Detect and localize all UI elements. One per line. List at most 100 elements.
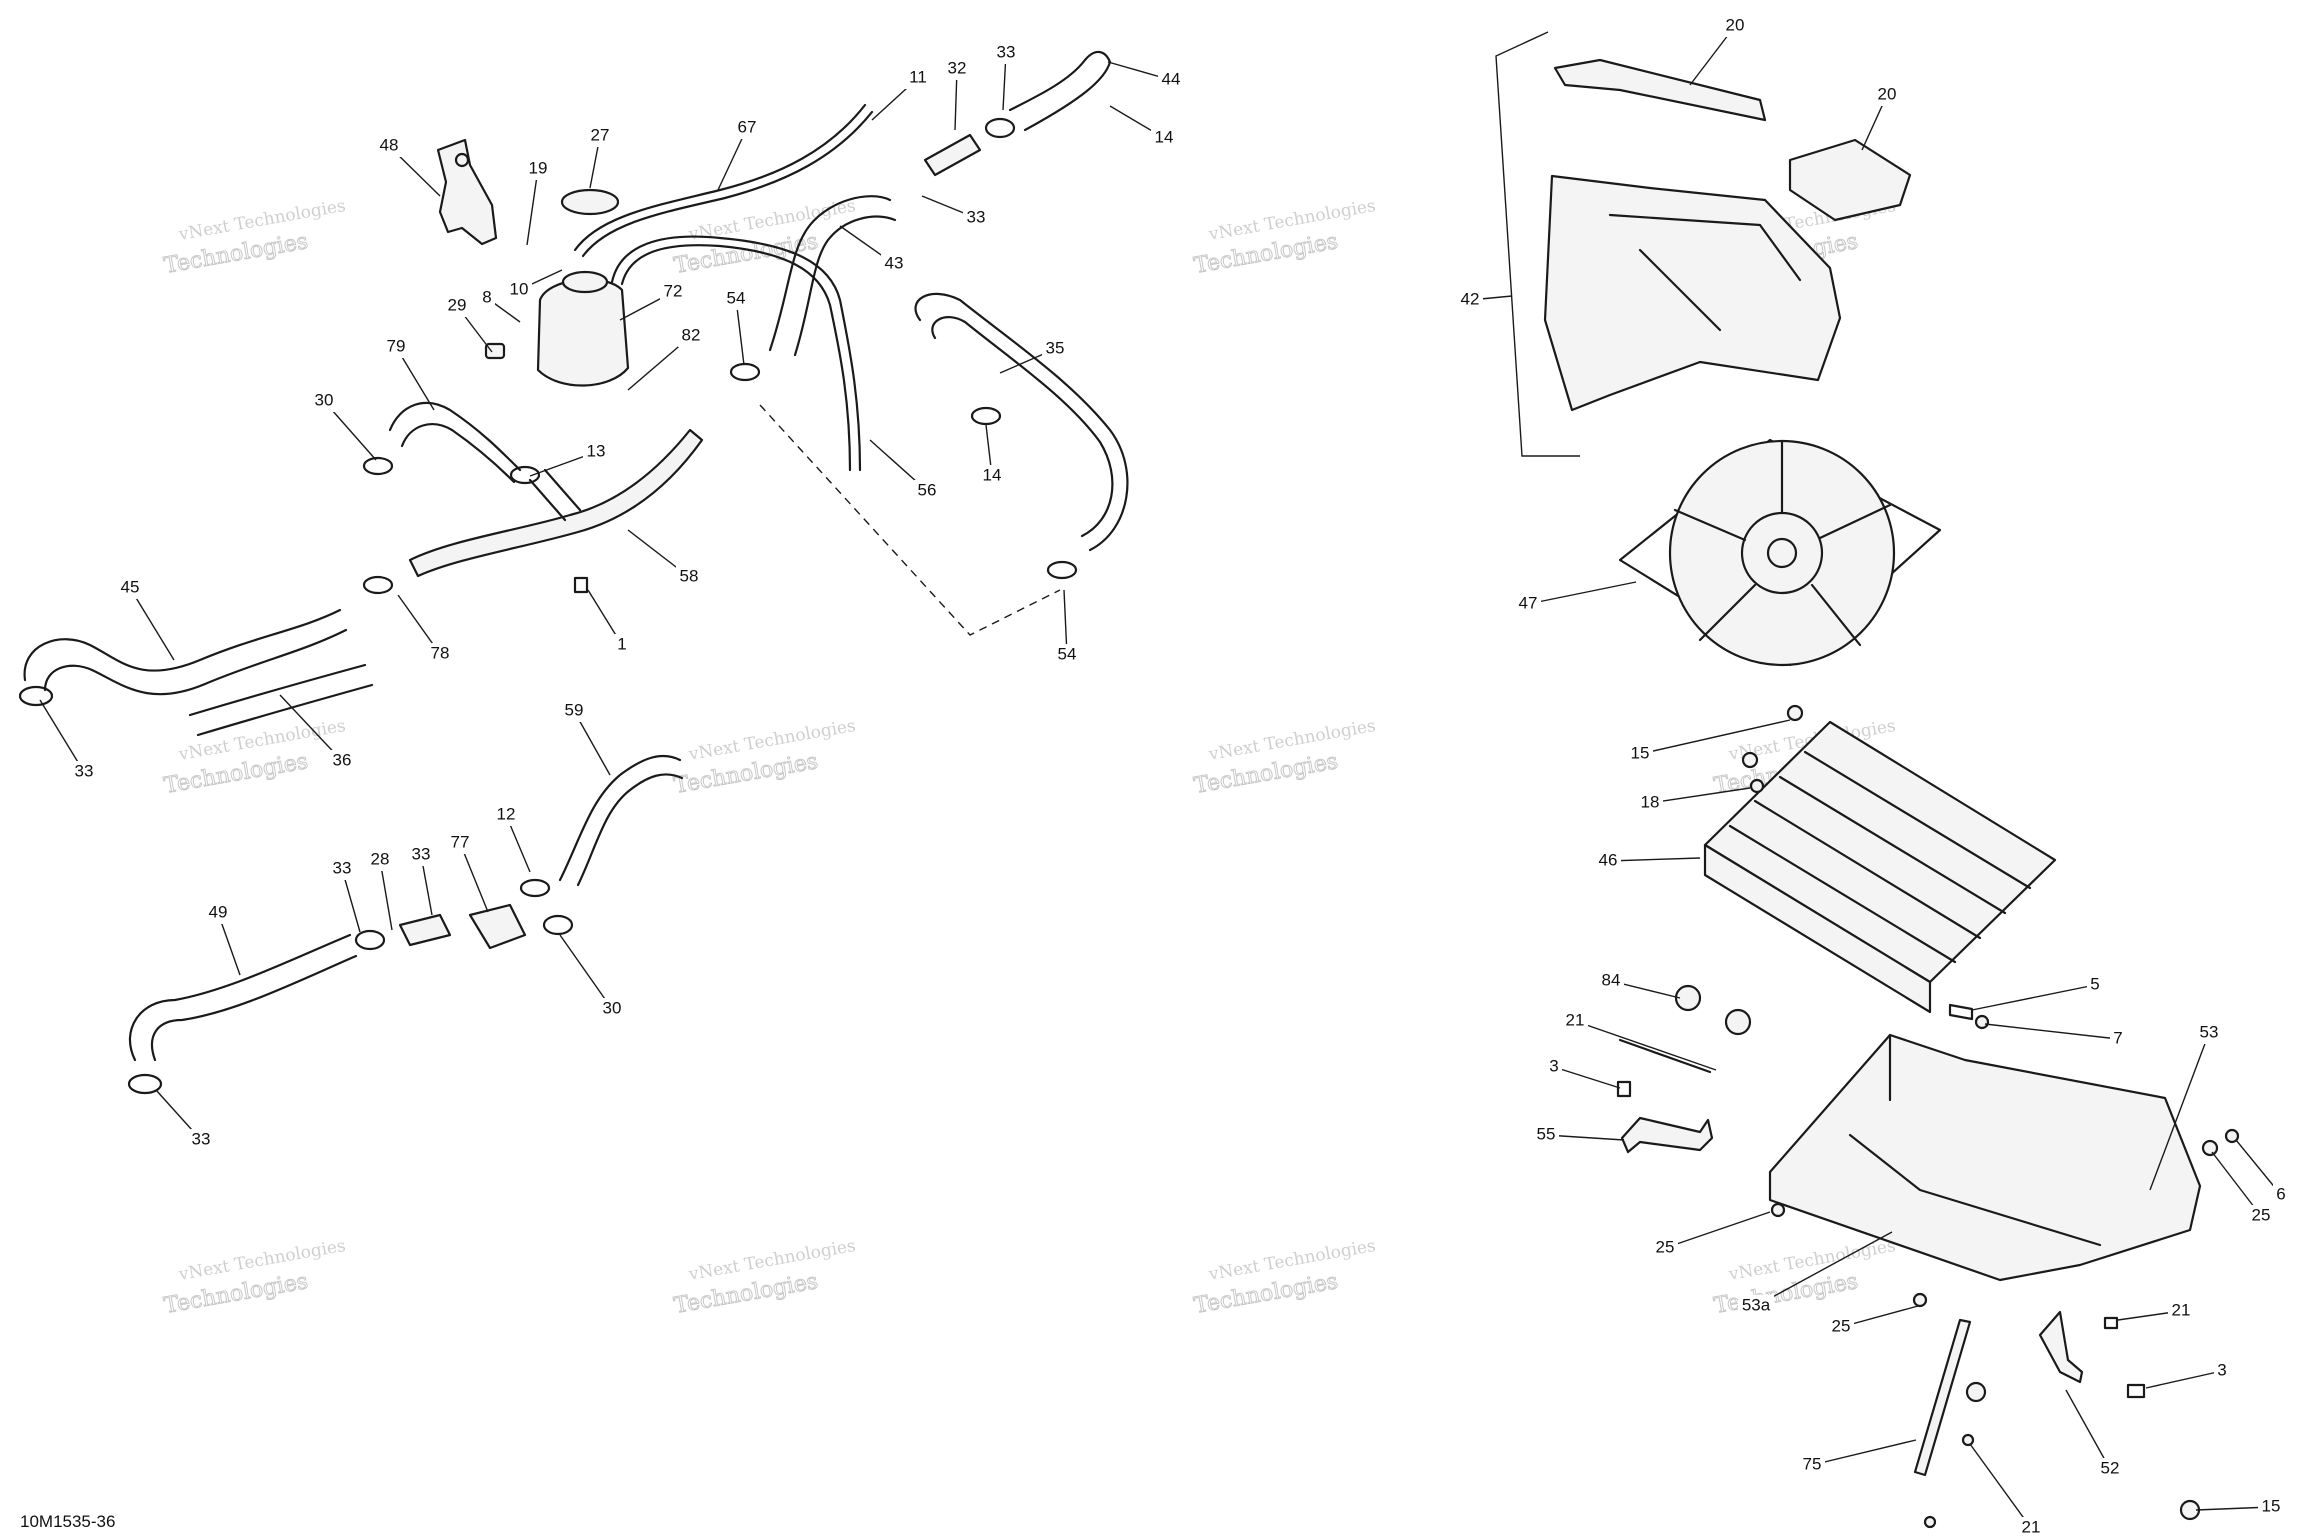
lower-hose bbox=[23, 608, 342, 682]
bolt bbox=[1948, 1003, 1974, 1021]
shroud-detail bbox=[1608, 213, 1802, 332]
part-callout-33: 33 bbox=[412, 844, 431, 863]
part-callout-33: 33 bbox=[333, 858, 352, 877]
coolant-reservoir bbox=[536, 278, 630, 387]
bypass-hose bbox=[558, 755, 682, 882]
leader-line bbox=[129, 587, 175, 661]
leader-line bbox=[1969, 1443, 2032, 1529]
callout-backing bbox=[979, 465, 1005, 487]
callout-backing bbox=[2273, 1184, 2289, 1206]
callout-backing bbox=[447, 832, 473, 854]
callout-backing bbox=[427, 643, 453, 665]
part-callout-58: 58 bbox=[680, 566, 699, 585]
callout-backing bbox=[734, 117, 760, 139]
leader-line bbox=[459, 842, 489, 913]
part-callout-29: 29 bbox=[448, 295, 467, 314]
part-callout-8: 8 bbox=[482, 287, 491, 306]
part-callout-11: 11 bbox=[909, 67, 927, 86]
part-callout-33: 33 bbox=[967, 207, 986, 226]
callout-backing bbox=[2248, 1205, 2274, 1227]
part-callout-18: 18 bbox=[1641, 792, 1660, 811]
part-callout-14: 14 bbox=[983, 465, 1002, 484]
callout-backing bbox=[506, 279, 532, 301]
leader-line bbox=[1755, 1231, 1893, 1307]
callout-backing bbox=[678, 325, 704, 347]
callout-backing bbox=[614, 634, 630, 656]
part-callout-27: 27 bbox=[591, 125, 610, 144]
callout-backing bbox=[1874, 84, 1900, 106]
filler-hose bbox=[1008, 50, 1112, 132]
pipe-branch bbox=[528, 468, 582, 522]
callout-backing bbox=[71, 761, 97, 783]
part-callout-77: 77 bbox=[451, 832, 470, 851]
part-callout-53: 53 bbox=[2200, 1022, 2219, 1041]
duct-seal-small bbox=[1788, 138, 1912, 222]
callout-backing bbox=[881, 253, 907, 275]
screw bbox=[1786, 704, 1804, 722]
plate-detail bbox=[1848, 1033, 2102, 1247]
part-callout-19: 19 bbox=[529, 158, 548, 177]
part-callout-15: 15 bbox=[2262, 1496, 2281, 1515]
reservoir-hose bbox=[388, 401, 522, 472]
return-hose-edge bbox=[150, 954, 358, 1062]
hose-clamp bbox=[984, 117, 1016, 139]
bracket-hole bbox=[454, 152, 470, 168]
callout-backing bbox=[1054, 644, 1080, 666]
coolant-pipe bbox=[408, 428, 704, 578]
callout-backing bbox=[2258, 1496, 2284, 1518]
callout-backing bbox=[1652, 1237, 1678, 1259]
hose-clamp bbox=[1046, 560, 1078, 580]
part-callout-75: 75 bbox=[1803, 1454, 1822, 1473]
callout-backing bbox=[1722, 15, 1748, 37]
support-bracket bbox=[1620, 1116, 1714, 1154]
part-callout-45: 45 bbox=[121, 577, 140, 596]
callout-backing bbox=[1533, 1124, 1559, 1146]
part-callout-5: 5 bbox=[2090, 974, 2099, 993]
part-callout-21: 21 bbox=[2172, 1300, 2191, 1319]
rubber-grommet bbox=[1724, 1008, 1752, 1036]
part-callout-25: 25 bbox=[1656, 1237, 1675, 1256]
part-callout-7: 7 bbox=[2113, 1028, 2122, 1047]
part-callout-46: 46 bbox=[1599, 850, 1618, 869]
nut bbox=[1961, 1433, 1975, 1447]
assembly-bracket-line bbox=[1495, 31, 1580, 457]
fan-motor bbox=[1740, 511, 1824, 595]
callout-backing bbox=[1738, 1295, 1774, 1317]
rubber-grommet bbox=[1965, 1381, 1987, 1403]
part-callout-25: 25 bbox=[2252, 1205, 2271, 1224]
callout-backing bbox=[2110, 1028, 2126, 1050]
callout-backing bbox=[1799, 1454, 1825, 1476]
part-callout-53a: 53a bbox=[1742, 1295, 1771, 1314]
callout-backing bbox=[599, 998, 625, 1020]
callout-backing bbox=[1598, 970, 1624, 992]
coupling bbox=[398, 913, 452, 947]
radiator-hose-edge bbox=[931, 316, 1114, 538]
part-callout-1: 1 bbox=[617, 634, 626, 653]
part-callout-13: 13 bbox=[587, 441, 606, 460]
leader-line bbox=[1811, 1439, 1917, 1466]
small-bracket bbox=[2038, 1310, 2084, 1384]
leader-line bbox=[39, 699, 85, 773]
protective-sleeve bbox=[188, 663, 374, 737]
part-callout-33: 33 bbox=[997, 42, 1016, 61]
part-callout-56: 56 bbox=[918, 480, 937, 499]
part-callout-36: 36 bbox=[333, 750, 352, 769]
callout-backing bbox=[561, 700, 587, 722]
nut bbox=[1912, 1292, 1928, 1308]
part-callout-78: 78 bbox=[431, 643, 450, 662]
hose-clamp bbox=[18, 685, 54, 707]
callout-backing bbox=[1627, 743, 1653, 765]
callout-backing bbox=[367, 849, 393, 871]
callout-backing bbox=[2168, 1300, 2194, 1322]
part-callout-14: 14 bbox=[1155, 127, 1174, 146]
duct-seal bbox=[1553, 58, 1767, 122]
callout-backing bbox=[1042, 338, 1068, 360]
coolant-hoses-group bbox=[18, 50, 1129, 1095]
callout-backing bbox=[205, 902, 231, 924]
hose-fitting bbox=[484, 342, 506, 360]
bypass-hose-edge bbox=[576, 773, 684, 887]
lower-hose-edge bbox=[43, 628, 348, 696]
nut bbox=[2201, 1139, 2219, 1157]
part-callout-79: 79 bbox=[387, 336, 406, 355]
part-callout-12: 12 bbox=[497, 804, 516, 823]
